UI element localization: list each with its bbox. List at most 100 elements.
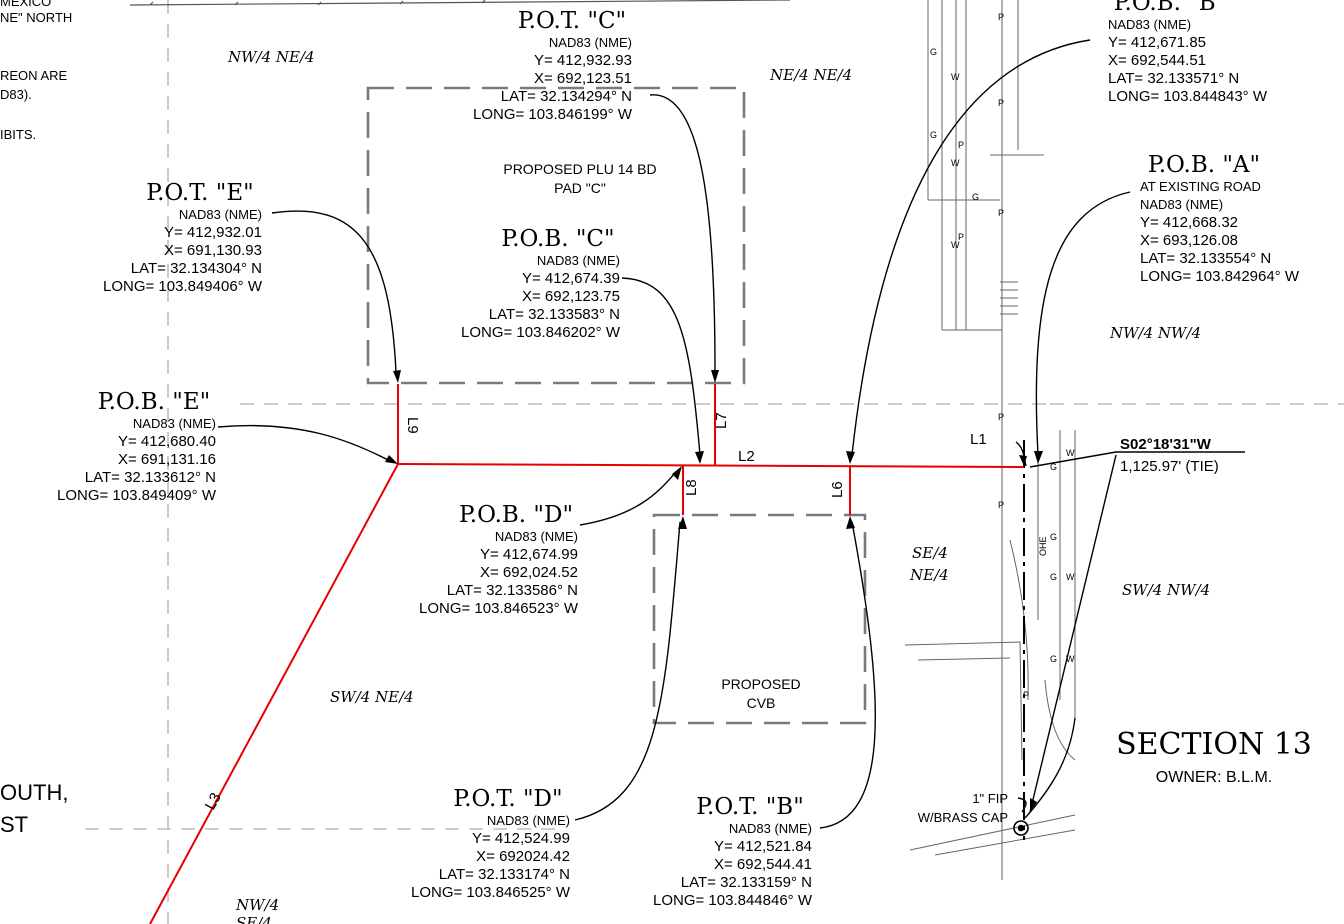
utility-w-label: W xyxy=(951,72,960,82)
margin-note-2: NE" NORTH xyxy=(0,10,72,25)
point-sub-line: NAD83 (NME) xyxy=(537,253,620,268)
segment-l6-label: L6 xyxy=(829,481,846,498)
point-lat-line: LAT= 32.133159° N xyxy=(681,874,812,891)
top-road-line xyxy=(129,0,791,6)
point-sub-line: NAD83 (NME) xyxy=(179,207,262,222)
pad-cvb-label-2: CVB xyxy=(747,695,776,711)
margin-note-1: MEXICO xyxy=(0,0,51,9)
point-sub-line: NAD83 (NME) xyxy=(487,813,570,828)
point-lat-line: LAT= 32.133554° N xyxy=(1140,250,1271,267)
segment-l7-label: L7 xyxy=(713,412,730,429)
point-label: P.O.B. "E"NAD83 (NME)Y= 412,680.40X= 691… xyxy=(57,389,217,504)
point-x-line: X= 693,126.08 xyxy=(1140,232,1238,249)
utility-w-label: W xyxy=(1066,448,1075,458)
leader-pot-d xyxy=(574,521,681,821)
point-long-line: LONG= 103.846199° W xyxy=(473,106,633,123)
utility-p-label: P xyxy=(958,140,964,150)
quarter-nw-se-2: SE/4 xyxy=(236,914,272,924)
point-sub0-line: AT EXISTING ROAD xyxy=(1140,179,1261,194)
leader-pob-c xyxy=(621,277,701,456)
brass-cap-monument-icon xyxy=(1013,820,1029,836)
point-title: P.O.B. "E" xyxy=(98,389,210,415)
utility-p-label: P xyxy=(998,500,1004,510)
point-y-line: Y= 412,680.40 xyxy=(118,433,216,450)
margin-note-5: IBITS. xyxy=(0,127,36,142)
point-title: P.O.T. "C" xyxy=(518,8,626,34)
arrowheads xyxy=(385,370,1043,812)
margin-notes: MEXICO NE" NORTH REON ARE D83). IBITS. O… xyxy=(0,0,72,837)
quarter-ne-ne: NE/4 NE/4 xyxy=(769,66,852,84)
pad-plu14-outline xyxy=(366,86,746,385)
utility-g-label: G xyxy=(1050,654,1057,664)
point-label: P.O.B. "C"NAD83 (NME)Y= 412,674.39X= 692… xyxy=(461,226,621,341)
pad-plu14-label-1: PROPOSED PLU 14 BD xyxy=(503,161,656,177)
utility-g-label: G xyxy=(1050,532,1057,542)
pad-plu14-label-2: PAD "C" xyxy=(554,180,606,196)
utility-p-label: P xyxy=(998,12,1004,22)
point-lat-line: LAT= 32.133583° N xyxy=(489,306,620,323)
point-sub-line: NAD83 (NME) xyxy=(1140,197,1223,212)
point-y-line: Y= 412,668.32 xyxy=(1140,214,1238,231)
point-sub-line: NAD83 (NME) xyxy=(495,529,578,544)
utility-w-label: W xyxy=(1066,572,1075,582)
point-label: P.O.B. "D"NAD83 (NME)Y= 412,674.99X= 692… xyxy=(419,502,579,617)
segment-l2-label: L2 xyxy=(738,448,755,465)
quarter-se-ne-2: NE/4 xyxy=(909,566,949,584)
point-sub-line: NAD83 (NME) xyxy=(133,416,216,431)
point-label: P.O.T. "E"NAD83 (NME)Y= 412,932.01X= 691… xyxy=(103,180,263,295)
margin-note-3: REON ARE xyxy=(0,68,68,83)
utility-g-label: G xyxy=(972,192,979,202)
utility-p-label: P xyxy=(1023,690,1029,700)
tie-bearing: S02°18'31"W xyxy=(1120,436,1212,453)
point-title: P.O.T. "B" xyxy=(696,794,804,820)
point-title: P.O.B. "C" xyxy=(501,226,614,252)
point-x-line: X= 692024.42 xyxy=(476,848,570,865)
point-x-line: X= 692,024.52 xyxy=(480,564,578,581)
point-y-line: Y= 412,671.85 xyxy=(1108,34,1206,51)
point-sub-line: NAD83 (NME) xyxy=(729,821,812,836)
point-long-line: LONG= 103.849409° W xyxy=(57,487,217,504)
point-sub-line: NAD83 (NME) xyxy=(549,35,632,50)
pad-cvb-label-1: PROPOSED xyxy=(721,676,800,692)
point-lat-line: LAT= 32.133612° N xyxy=(85,469,216,486)
margin-note-6: OUTH, xyxy=(0,780,68,805)
leader-pot-e xyxy=(271,210,397,373)
leader-monument xyxy=(1017,797,1027,813)
point-label: P.O.B. "B"NAD83 (NME)Y= 412,671.85X= 692… xyxy=(1108,0,1268,105)
utility-p-label: P xyxy=(998,412,1004,422)
quarter-sw-nw: SW/4 NW/4 xyxy=(1122,581,1210,599)
section-title: SECTION 13 xyxy=(1116,727,1312,762)
leader-l1 xyxy=(1015,441,1027,467)
segment-l3-label: L3 xyxy=(202,790,225,813)
point-title: P.O.T. "E" xyxy=(146,180,253,206)
point-long-line: LONG= 103.842964° W xyxy=(1140,268,1300,285)
pad-cvb-outline xyxy=(652,513,867,725)
utility-ohe-label: OHE xyxy=(1038,536,1048,556)
margin-note-7: ST xyxy=(0,812,28,837)
utility-labels: P P P P P P P P W W W W W W G G G G G G … xyxy=(930,12,1075,700)
section-owner: OWNER: B.L.M. xyxy=(1156,769,1272,786)
point-y-line: Y= 412,932.93 xyxy=(534,52,632,69)
point-label: P.O.T. "C"NAD83 (NME)Y= 412,932.93X= 692… xyxy=(473,8,633,123)
utility-p-label: P xyxy=(998,208,1004,218)
monument-label: 1" FIP W/BRASS CAP xyxy=(918,791,1008,825)
point-x-line: X= 691,130.93 xyxy=(164,242,262,259)
leader-section-13 xyxy=(1024,717,1076,819)
leader-pot-b xyxy=(819,521,876,829)
point-label: P.O.T. "D"NAD83 (NME)Y= 412,524.99X= 692… xyxy=(411,786,571,901)
segment-l3-line xyxy=(149,463,399,924)
point-labels: P.O.T. "C"NAD83 (NME)Y= 412,932.93X= 692… xyxy=(57,0,1300,909)
point-title: P.O.B. "D" xyxy=(459,502,573,528)
quarter-se-ne-1: SE/4 xyxy=(912,544,948,562)
point-x-line: X= 692,544.41 xyxy=(714,856,812,873)
point-long-line: LONG= 103.846523° W xyxy=(419,600,579,617)
point-y-line: Y= 412,674.39 xyxy=(522,270,620,287)
pad-boxes xyxy=(366,86,867,725)
utility-p-label: P xyxy=(998,98,1004,108)
point-lat-line: LAT= 32.133586° N xyxy=(447,582,578,599)
tie-distance: 1,125.97' (TIE) xyxy=(1120,458,1219,475)
segment-l2-line xyxy=(397,463,1025,468)
segment-labels: L1 L2 L3 L6 L7 L8 L9 xyxy=(202,412,987,812)
segment-l8-label: L8 xyxy=(683,479,700,496)
quarter-sw-ne: SW/4 NE/4 xyxy=(330,688,414,706)
